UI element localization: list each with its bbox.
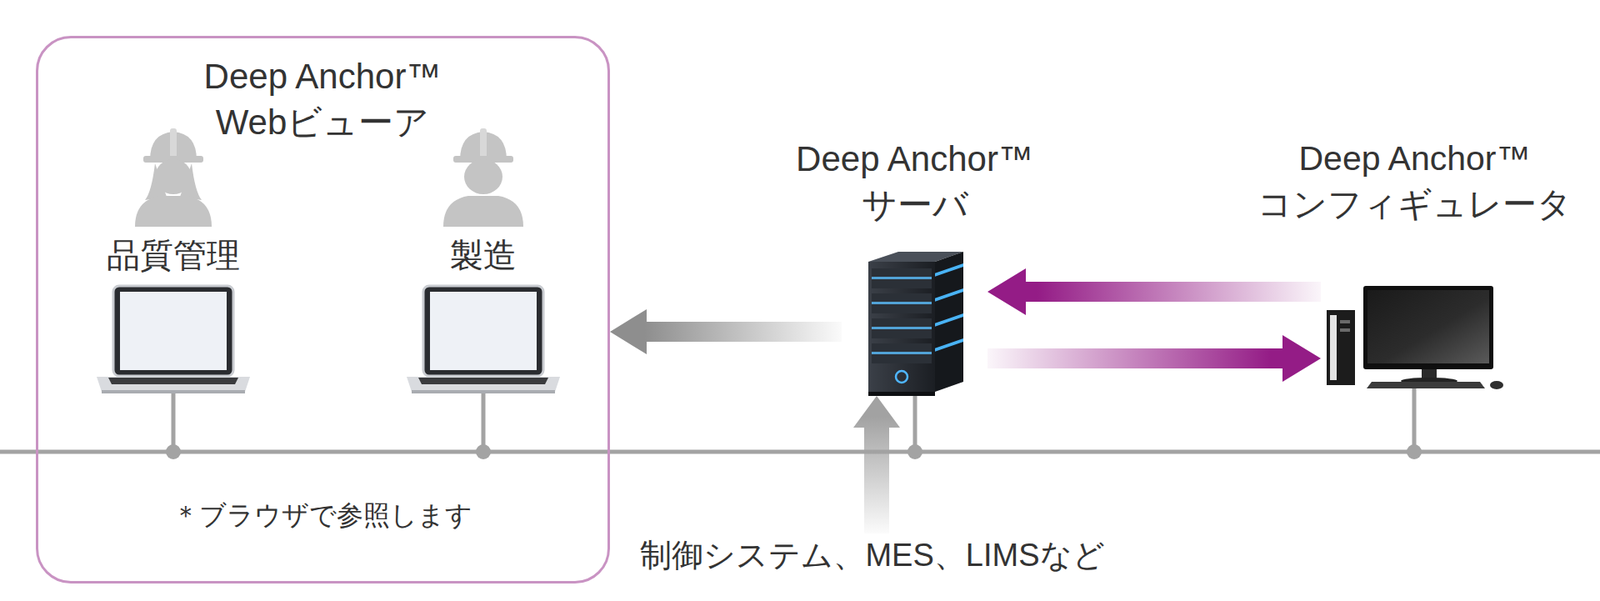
body <box>443 195 524 227</box>
pc-drive <box>1340 328 1350 332</box>
server-side <box>935 251 964 392</box>
keyboard <box>1366 381 1485 389</box>
pc-drive <box>1340 320 1350 324</box>
pc-tower <box>1326 310 1355 385</box>
server-bay <box>871 318 932 339</box>
body <box>135 195 212 227</box>
configurator-label: Deep Anchor™ コンフィギュレータ <box>1248 135 1582 228</box>
config-flow-arrow <box>987 335 1321 382</box>
server-light <box>871 326 932 330</box>
server-light <box>935 263 964 277</box>
server-front <box>868 261 935 392</box>
laptop-lid <box>113 285 234 376</box>
drop-line <box>1412 388 1417 452</box>
server-light <box>935 288 964 302</box>
config-flow-arrow <box>987 268 1321 315</box>
monitor-screen <box>1367 290 1490 364</box>
server-tower <box>868 251 964 396</box>
server-foot <box>868 391 935 396</box>
bus-dot <box>475 444 491 460</box>
head <box>464 159 503 195</box>
laptop-base <box>96 376 250 392</box>
user-role-label: 製造 <box>408 234 559 276</box>
helmet-ridge <box>480 128 487 159</box>
user-terminal: 製造 <box>408 125 559 396</box>
server-light <box>935 338 964 352</box>
laptop-keyboard <box>108 377 239 385</box>
laptop-keyboard <box>418 377 549 385</box>
laptop-icon <box>406 285 560 394</box>
user-role-label: 品質管理 <box>98 234 249 276</box>
server-light <box>871 301 932 305</box>
bus-dot <box>1406 444 1422 460</box>
mouse <box>1490 380 1504 390</box>
monitor-bezel <box>1363 285 1494 370</box>
server-bay <box>871 293 932 314</box>
laptop-base <box>406 376 560 392</box>
drop-line <box>171 393 176 452</box>
laptop-screen <box>120 291 227 370</box>
pc-tower-front <box>1330 315 1337 380</box>
server-logo <box>895 370 908 383</box>
worker-icon <box>135 128 212 227</box>
server-light <box>935 313 964 327</box>
server-label: Deep Anchor™ サーバ <box>781 135 1049 228</box>
group-note: ＊ブラウザで参照します <box>114 498 531 532</box>
server-light <box>871 276 932 280</box>
group-title: Deep Anchor™ Webビューア <box>189 53 456 145</box>
bus-dot <box>165 444 181 460</box>
data-flow-arrow <box>610 309 842 355</box>
configurator-node: Deep Anchor™ コンフィギュレータ <box>1320 275 1509 396</box>
desktop-pc <box>1326 285 1504 390</box>
input-flow-arrow <box>853 395 900 534</box>
laptop-lid <box>423 285 544 376</box>
bus-taps <box>165 388 1422 460</box>
head <box>155 159 192 195</box>
laptop-screen <box>430 291 537 370</box>
drop-line <box>481 393 486 452</box>
server-light <box>871 351 932 355</box>
laptop-edge <box>411 390 555 394</box>
server-node: Deep Anchor™ サーバ <box>841 250 988 396</box>
helmet-ridge <box>170 128 177 159</box>
viewer-group-box: Deep Anchor™ Webビューア ＊ブラウザで参照します 品質管理 製造 <box>35 35 610 584</box>
source-systems-label: 制御システム、MES、LIMSなど <box>622 533 1123 577</box>
server-bay <box>871 343 932 364</box>
laptop-edge <box>101 390 245 394</box>
worker-icon <box>443 128 524 227</box>
bus-dot <box>907 444 923 460</box>
user-terminal: 品質管理 <box>98 125 249 396</box>
server-bay <box>871 268 932 289</box>
network-bus <box>0 450 1600 455</box>
laptop-icon <box>96 285 250 394</box>
drop-line <box>913 395 918 452</box>
source-systems-node: 制御システム、MES、LIMSなど <box>622 533 1123 577</box>
